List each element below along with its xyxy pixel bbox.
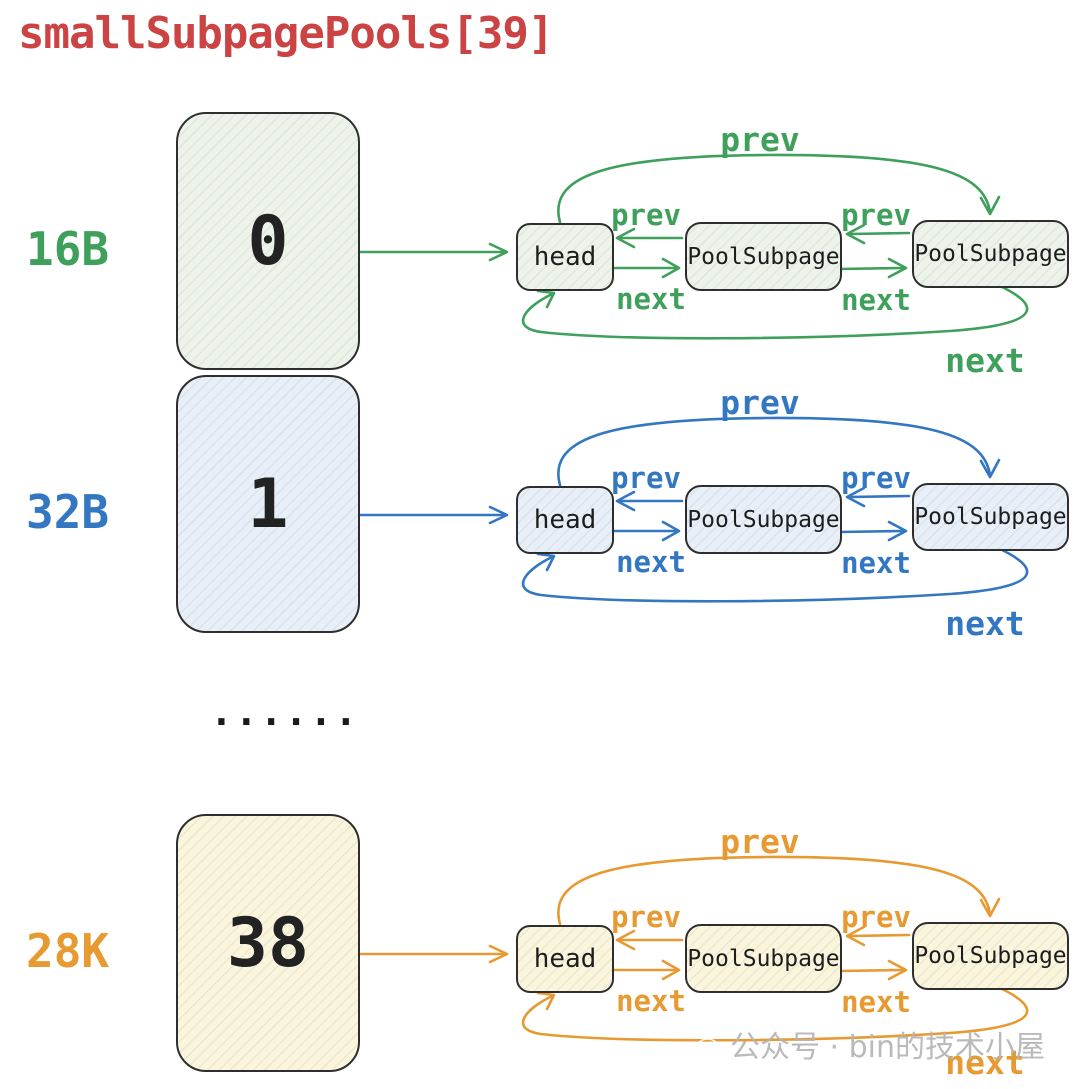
head-node: head [516,925,614,993]
index-value: 38 [227,903,309,983]
prev-loop-label: prev [720,120,800,159]
prev-arrow [845,486,911,508]
next-loop-label: next [945,1043,1025,1082]
head-node: head [516,486,614,554]
prev-label: prev [611,900,681,934]
next-label: next [616,545,686,579]
index-value: 1 [247,464,289,544]
next-label: next [616,984,686,1018]
poolsubpage-node-label: PoolSubpage [687,506,840,533]
prev-loop-label: prev [720,822,800,861]
wechat-icon [685,1033,720,1060]
next-loop-arrow [521,986,1029,1042]
prev-label: prev [611,461,681,495]
size-label: 16B [26,222,110,276]
main-arrow [356,505,509,525]
next-label: next [616,282,686,316]
next-arrow [606,959,681,981]
arrows-layer [356,855,1029,1042]
diagram-title: smallSubpagePools[39] [18,8,554,59]
head-node: head [516,223,614,291]
ellipsis-dots: ...... [210,690,360,734]
poolsubpage-node: PoolSubpage [685,924,842,993]
next-loop-arrow [521,284,1029,340]
poolsubpage-node-label: PoolSubpage [914,943,1067,969]
index-box: 1 [176,375,360,633]
pool-row-16b: 16B 0 head PoolSubpage PoolSubpage prev … [0,110,1080,388]
prev-arrow [845,925,911,947]
next-label: next [841,283,911,317]
prev-arrow [615,227,684,249]
poolsubpage-node: PoolSubpage [912,922,1069,990]
next-loop-label: next [945,604,1025,643]
head-node-label: head [533,242,597,272]
poolsubpage-node-label: PoolSubpage [687,945,840,972]
prev-loop-arrow [557,153,1001,224]
poolsubpage-node-label: PoolSubpage [687,243,840,270]
next-arrow [837,959,908,981]
prev-label: prev [841,461,911,495]
next-arrow [606,257,681,279]
size-label: 28K [26,924,110,978]
arrows-layer [356,153,1029,340]
next-loop-label: next [945,341,1025,380]
main-arrow [356,944,509,964]
main-arrow [356,242,509,262]
prev-loop-arrow [557,855,1001,926]
next-arrow [837,257,908,279]
prev-arrow [845,223,911,245]
watermark-text: 公众号 · bin的技术小屋 [730,1030,1045,1065]
prev-arrow [615,490,684,512]
index-box: 0 [176,112,360,370]
size-label: 32B [26,485,110,539]
next-arrow [606,520,681,542]
prev-label: prev [611,198,681,232]
pool-row-32b: 32B 1 head PoolSubpage PoolSubpage prev … [0,373,1080,651]
poolsubpage-node: PoolSubpage [912,483,1069,551]
next-arrow [837,520,908,542]
poolsubpage-node: PoolSubpage [685,485,842,554]
head-node-label: head [533,505,597,535]
index-box: 38 [176,814,360,1072]
next-label: next [841,985,911,1019]
poolsubpage-node: PoolSubpage [685,222,842,291]
arrows-layer [356,416,1029,603]
prev-arrow [615,929,684,951]
poolsubpage-node: PoolSubpage [912,220,1069,288]
prev-loop-arrow [557,416,1001,487]
prev-label: prev [841,900,911,934]
poolsubpage-node-label: PoolSubpage [914,504,1067,530]
head-node-label: head [533,944,597,974]
pool-row-28k: 28K 38 head PoolSubpage PoolSubpage prev… [0,812,1080,1089]
next-loop-arrow [521,547,1029,603]
next-label: next [841,546,911,580]
prev-label: prev [841,198,911,232]
watermark: 公众号 · bin的技术小屋 [676,1022,1045,1066]
prev-loop-label: prev [720,383,800,422]
index-value: 0 [247,201,289,281]
poolsubpage-node-label: PoolSubpage [914,241,1067,267]
